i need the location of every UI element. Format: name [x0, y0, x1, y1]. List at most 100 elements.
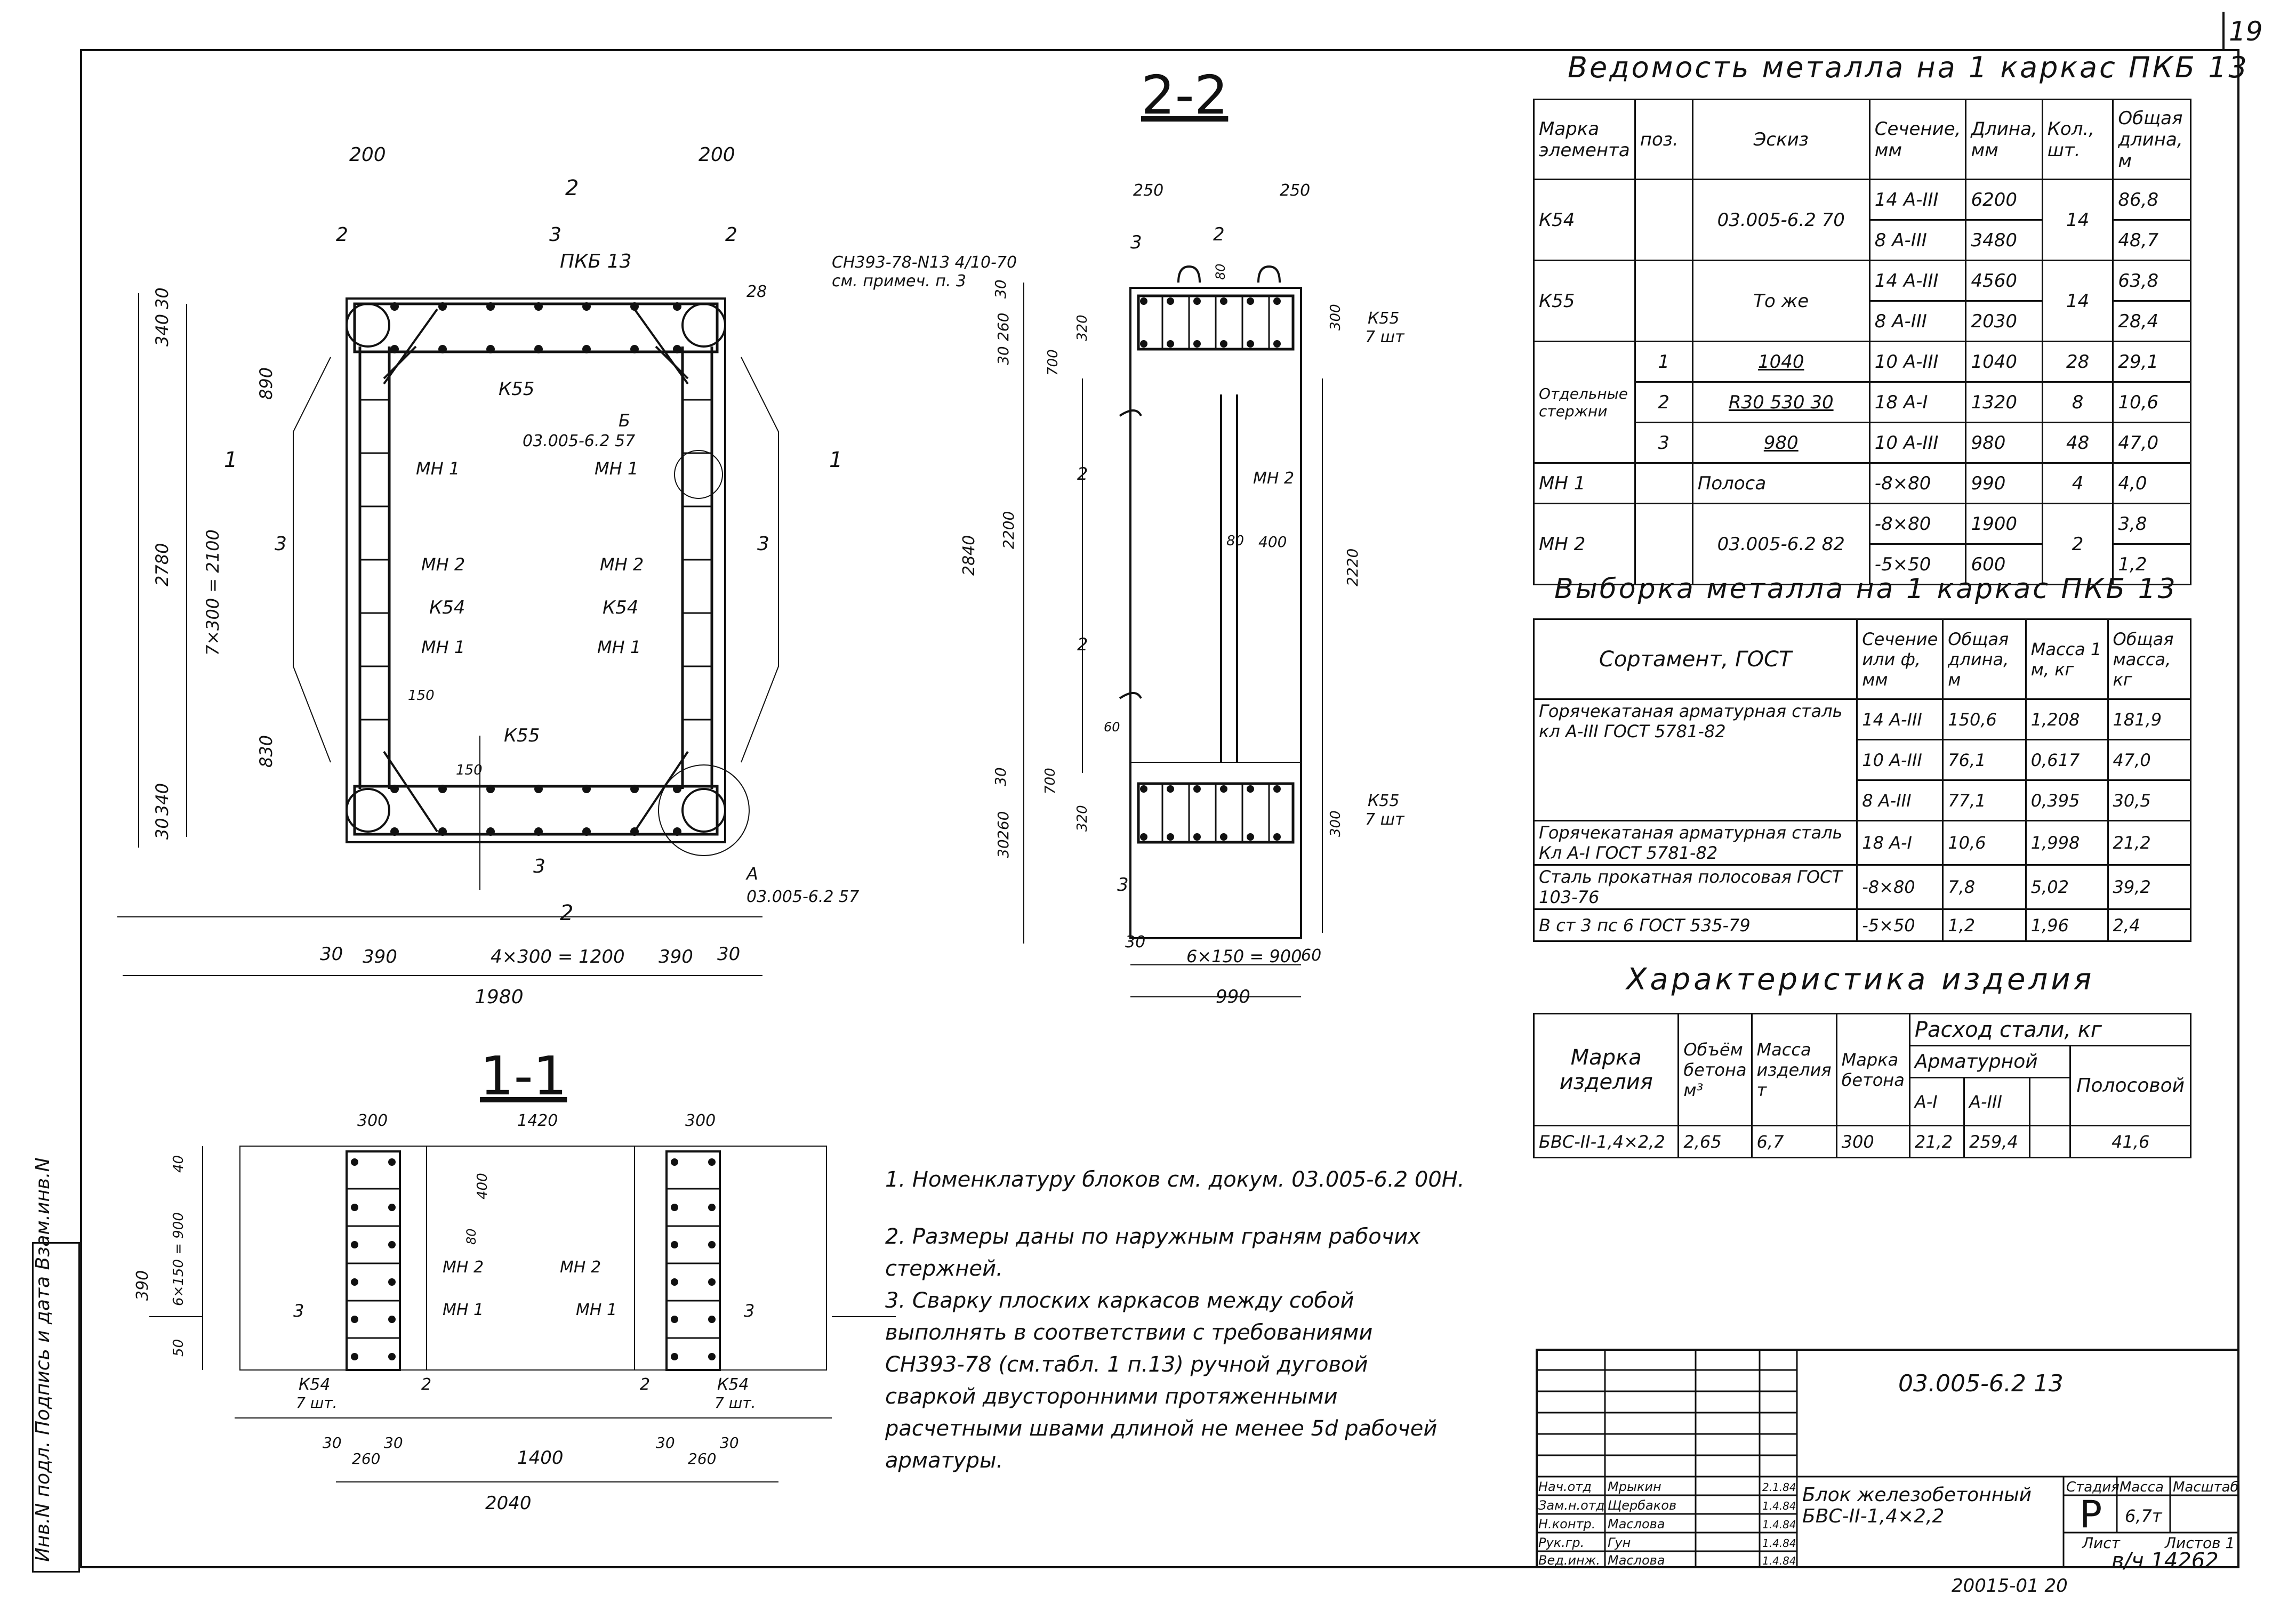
dim-label: 2780 — [152, 543, 172, 586]
cell: 47,0 — [2112, 422, 2191, 464]
stamp-stage-header: Стадия — [2066, 1479, 2120, 1495]
cell: 86,8 — [2112, 179, 2191, 221]
cell: 21,2 — [1908, 1125, 1965, 1158]
cell: 76,1 — [1942, 739, 2027, 781]
label-pos2: 2 — [1077, 634, 1088, 655]
dim-label: 30 — [717, 944, 741, 965]
cell: 18 А-I — [1868, 381, 1967, 423]
label-pos28: 28 — [746, 283, 767, 301]
cell: 3,8 — [2112, 503, 2191, 545]
cell: 39,2 — [2107, 864, 2192, 910]
stamp-code: 03.005-6.2 13 — [1898, 1370, 2064, 1397]
dim-label: 260 — [352, 1450, 381, 1468]
dim-label: 30 — [656, 1434, 675, 1452]
table-row: БВС-II-1,4×2,2 2,65 6,7 300 21,2 259,4 4… — [1532, 1125, 2191, 1158]
cell: 48 — [2041, 422, 2114, 464]
cell — [1634, 179, 1693, 261]
dim-label: 50 — [171, 1339, 187, 1357]
cell: 3480 — [1965, 219, 2043, 261]
cell: 30,5 — [2107, 779, 2192, 821]
cell: 14 А-III — [1868, 260, 1967, 302]
cell: 14 — [2041, 179, 2114, 261]
label-mn2: МН 2 — [1253, 469, 1295, 488]
dim-label: 40 — [171, 1155, 187, 1173]
dim-label: 4×300 = 1200 — [491, 946, 625, 968]
cell: 1040 — [1691, 341, 1870, 383]
dim-label: 340 — [152, 783, 172, 816]
cell: 8 А-III — [1868, 219, 1967, 261]
cell: 990 — [1965, 462, 2043, 504]
bottom-code: 20015-01 20 — [1952, 1575, 2068, 1597]
table-row: 10 А-III 76,1 0,617 47,0 — [1534, 739, 2192, 781]
label-pos3: 3 — [533, 856, 545, 877]
cell: 1,998 — [2025, 820, 2109, 866]
note-3: 3. Сварку плоских каркасов между собой в… — [885, 1288, 1438, 1473]
title-block-grid — [1536, 1349, 2239, 1568]
table-row: -5×50 600 1,2 — [1534, 543, 2191, 585]
stamp-sheet: Лист — [2082, 1534, 2120, 1552]
th-qty: Кол., шт. — [2041, 99, 2114, 180]
cell: 150,6 — [1942, 698, 2027, 740]
table-row: К55 То же 14 А-III 4560 14 63,8 — [1533, 260, 2191, 342]
label-a: А — [746, 864, 758, 884]
th-steel: Расход стали, кг — [1908, 1013, 2192, 1046]
dim-label: 390 — [363, 946, 397, 968]
cell: 03.005-6.2 70 — [1691, 179, 1870, 261]
label-mn1: МН 1 — [416, 458, 460, 479]
th-total-mass: Общая масса, кг — [2107, 618, 2192, 700]
cell: 10 А-III — [1868, 341, 1967, 383]
table-row: МН 1 Полоса -8×80 990 4 4,0 — [1533, 462, 2191, 504]
page-number-divider — [2222, 12, 2225, 49]
cell: 77,1 — [1942, 779, 2027, 821]
cell: 4,0 — [2112, 462, 2191, 504]
stamp-person: Маслова — [1608, 1553, 1665, 1568]
label-pos3: 3 — [1130, 232, 1142, 253]
label-qty: 7 шт — [1365, 810, 1404, 829]
dim-label: 830 — [256, 735, 276, 768]
label-k55: К55 — [1368, 309, 1400, 328]
table-row: 3 980 10 А-III 980 48 47,0 — [1534, 422, 2191, 464]
stamp-role: Рук.гр. — [1538, 1535, 1585, 1550]
stamp-person: Маслова — [1608, 1517, 1665, 1532]
cell: 0,617 — [2025, 739, 2109, 781]
dim-label: 6×150 = 900 — [171, 1212, 187, 1306]
dim-label: 320 — [1074, 805, 1090, 832]
stamp-date: 1.4.84 — [1762, 1518, 1796, 1531]
cell: 14 А-III — [1868, 179, 1967, 221]
table-row: Сталь прокатная полосовая ГОСТ 103-76 -8… — [1532, 864, 2192, 910]
dim-label: 30 — [720, 1434, 739, 1452]
cell: 7,8 — [1942, 864, 2027, 910]
label-pos2: 2 — [336, 224, 348, 246]
cell: 48,7 — [2112, 219, 2191, 261]
cell: 1,96 — [2025, 908, 2109, 942]
th-mass-per-m: Масса 1 м, кг — [2025, 618, 2109, 700]
table-row: 8 А-III 2030 28,4 — [1534, 300, 2191, 342]
label-ref57b: 03.005-6.2 57 — [746, 888, 860, 906]
section-title-22: 2-2 — [1141, 64, 1229, 126]
cell: Отдельные стержни — [1533, 341, 1636, 464]
cell: То же — [1691, 260, 1870, 342]
th-section: Сечение, мм — [1868, 99, 1967, 180]
dim-label: 150 — [408, 688, 435, 704]
cell — [1634, 462, 1693, 504]
dim-label: 400 — [475, 1173, 491, 1199]
stamp-date: 1.4.84 — [1762, 1537, 1796, 1550]
cell: 18 А-I — [1856, 820, 1944, 866]
table-row: К54 03.005-6.2 70 14 А-III 6200 14 86,8 — [1533, 179, 2191, 261]
cell: 1,208 — [2025, 698, 2109, 740]
cell: Полоса — [1691, 462, 1870, 504]
cell: 1320 — [1965, 381, 2043, 423]
cell: 181,9 — [2107, 698, 2192, 740]
dim-label: 30 — [323, 1434, 342, 1452]
stamp-role: Вед.инж. — [1538, 1553, 1600, 1568]
table-row: 8 А-III 77,1 0,395 30,5 — [1534, 779, 2192, 821]
dim-label: 1420 — [517, 1111, 558, 1130]
cell: 28 — [2041, 341, 2114, 383]
cell: -8×80 — [1856, 864, 1944, 910]
cell: 6200 — [1965, 179, 2043, 221]
th-length: Длина, мм — [1965, 99, 2043, 180]
stamp-role: Зам.н.отд — [1538, 1498, 1605, 1513]
cell: 980 — [1965, 422, 2043, 464]
label-k55: К55 — [504, 725, 540, 746]
stamp-org: в/ч 14262 — [2112, 1549, 2219, 1573]
